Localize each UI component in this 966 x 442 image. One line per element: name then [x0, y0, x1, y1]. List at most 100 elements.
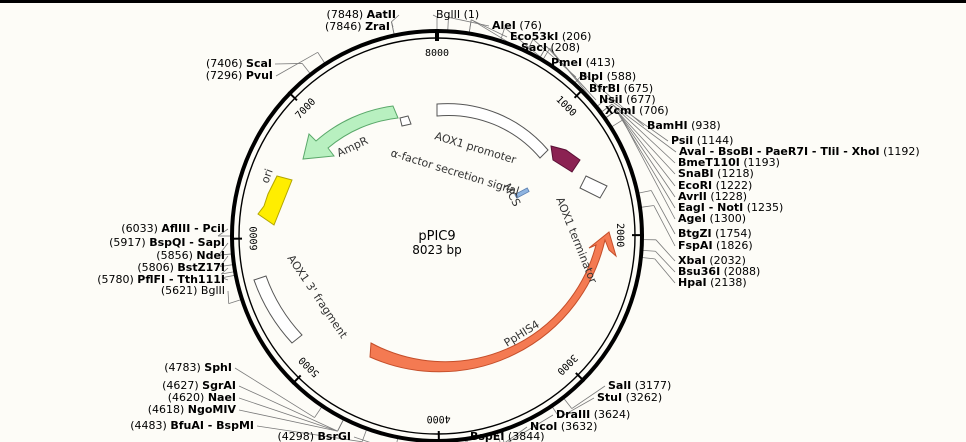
- restriction-site-label[interactable]: EcoRI (1222): [678, 179, 752, 192]
- site-position: (5780): [97, 273, 134, 286]
- site-leader: [353, 436, 370, 442]
- restriction-site-label[interactable]: BfrBI (675): [589, 82, 653, 95]
- ruler-tick-label: 3000: [555, 352, 580, 377]
- ruler-tick-label: 6000: [249, 226, 260, 250]
- restriction-site-label[interactable]: AvaI - BsoBI - PaeR7I - TliI - XhoI (119…: [679, 145, 920, 158]
- feature-aox1-3-fragment[interactable]: [253, 275, 303, 344]
- restriction-site-label[interactable]: BglII (1): [436, 8, 479, 21]
- restriction-site-label[interactable]: (5856) NdeI: [156, 249, 225, 262]
- site-leader: [219, 255, 229, 267]
- restriction-site-label[interactable]: (4627) SgrAI: [162, 379, 236, 392]
- restriction-site-label[interactable]: SacI (208): [521, 41, 580, 54]
- site-position: (1192): [883, 145, 920, 158]
- site-enzyme-name: FspAI: [678, 239, 713, 252]
- site-enzyme-name: AleI: [492, 19, 516, 32]
- label-aox1-promoter: AOX1 promoter: [433, 129, 518, 166]
- site-position: (5856): [156, 249, 193, 262]
- site-enzyme-name: PmeI: [551, 56, 582, 69]
- restriction-site-label[interactable]: (7296) PvuI: [206, 69, 273, 82]
- restriction-site-label[interactable]: StuI (3262): [597, 391, 662, 404]
- site-enzyme-name: BglII: [436, 8, 460, 21]
- restriction-site-label[interactable]: Eco53kI (206): [510, 30, 591, 43]
- feature-ori-arrow[interactable]: [257, 175, 293, 226]
- restriction-site-label[interactable]: (4298) BsrGI: [277, 430, 351, 442]
- restriction-site-label[interactable]: BspEI (3844): [470, 430, 545, 442]
- feature-aox1-terminator-box[interactable]: [579, 175, 608, 199]
- restriction-site-label[interactable]: (4483) BfuAI - BspMI: [130, 419, 254, 432]
- restriction-site-label[interactable]: XcmI (706): [605, 104, 669, 117]
- site-position: (7406): [206, 57, 243, 70]
- site-leader: [559, 397, 595, 418]
- site-enzyme-name: SalI: [608, 379, 631, 392]
- restriction-site-label[interactable]: DraIII (3624): [556, 408, 630, 421]
- restriction-site-label[interactable]: BamHI (938): [647, 119, 721, 132]
- restriction-site-label[interactable]: BlpI (588): [579, 70, 636, 83]
- site-leader: [432, 14, 438, 18]
- feature-pphis4-arrow[interactable]: [369, 231, 617, 373]
- restriction-site-label[interactable]: AgeI (1300): [678, 212, 746, 225]
- site-leader: [563, 398, 573, 409]
- site-enzyme-name: AvrII: [678, 190, 707, 203]
- feature-ampr-end[interactable]: [399, 115, 412, 127]
- site-position: (1218): [717, 167, 754, 180]
- restriction-site-label[interactable]: (5917) BspQI - SapI: [109, 236, 225, 249]
- restriction-site-label[interactable]: Bsu36I (2088): [678, 265, 760, 278]
- restriction-site-label[interactable]: PsiI (1144): [671, 134, 733, 147]
- site-enzyme-name: BamHI: [647, 119, 688, 132]
- site-leader: [337, 419, 344, 432]
- site-enzyme-name: StuI: [597, 391, 622, 404]
- site-enzyme-name: BspEI: [470, 430, 504, 442]
- site-position: (1): [464, 8, 480, 21]
- site-enzyme-name: HpaI: [678, 276, 707, 289]
- site-position: (413): [586, 56, 616, 69]
- restriction-site-label[interactable]: (4618) NgoMIV: [148, 403, 237, 416]
- ruler-tick: [291, 374, 302, 385]
- site-position: (4620): [168, 391, 205, 404]
- site-position: (1193): [743, 156, 780, 169]
- restriction-site-label[interactable]: (7846) ZraI: [325, 20, 390, 33]
- feature-aox1-promoter[interactable]: [436, 103, 549, 159]
- restriction-site-label[interactable]: (7848) AatII: [327, 8, 396, 21]
- ruler-tick-label: 7000: [294, 97, 319, 122]
- feature-alpha-factor-arrow[interactable]: [550, 145, 581, 173]
- site-leader: [596, 97, 608, 107]
- restriction-site-label[interactable]: (6033) AflIII - PciI: [121, 222, 225, 235]
- restriction-site-label[interactable]: AleI (76): [492, 19, 542, 32]
- site-position: (675): [624, 82, 654, 95]
- restriction-site-label[interactable]: (4783) SphI: [164, 361, 232, 374]
- restriction-site-label[interactable]: AvrII (1228): [678, 190, 747, 203]
- site-position: (677): [626, 93, 656, 106]
- site-enzyme-name: BglII: [201, 284, 225, 297]
- restriction-site-label[interactable]: (4620) NaeI: [168, 391, 236, 404]
- plasmid-size: 8023 bp: [412, 243, 462, 257]
- ruler-tick: [287, 91, 298, 102]
- restriction-site-label[interactable]: BtgZI (1754): [678, 227, 752, 240]
- site-position: (5806): [137, 261, 174, 274]
- site-position: (6033): [121, 222, 158, 235]
- restriction-site-label[interactable]: NsiI (677): [599, 93, 656, 106]
- restriction-site-label[interactable]: SnaBI (1218): [678, 167, 754, 180]
- site-position: (3262): [626, 391, 663, 404]
- restriction-site-label[interactable]: (5806) BstZ17I: [137, 261, 225, 274]
- restriction-site-label[interactable]: XbaI (2032): [678, 254, 746, 267]
- site-leader: [447, 17, 449, 31]
- site-leader: [616, 110, 676, 175]
- restriction-site-label[interactable]: BmeT110I (1193): [678, 156, 780, 169]
- restriction-site-label[interactable]: (5780) PflFI - Tth111I: [97, 273, 225, 286]
- restriction-site-label[interactable]: (5621) BglII: [161, 284, 225, 297]
- site-leader: [507, 414, 554, 442]
- restriction-site-label[interactable]: EagI - NotI (1235): [678, 201, 783, 214]
- feature-mcs-box[interactable]: [514, 187, 530, 199]
- site-leader: [391, 21, 394, 28]
- restriction-site-label[interactable]: HpaI (2138): [678, 276, 747, 289]
- restriction-site-label[interactable]: SalI (3177): [608, 379, 671, 392]
- site-position: (3624): [594, 408, 631, 421]
- features: [253, 103, 617, 373]
- site-enzyme-name: AvaI - BsoBI - PaeR7I - TliI - XhoI: [679, 145, 880, 158]
- restriction-site-label[interactable]: (7406) ScaI: [206, 57, 272, 70]
- restriction-site-label[interactable]: NcoI (3632): [530, 420, 597, 433]
- restriction-site-label[interactable]: FspAI (1826): [678, 239, 753, 252]
- feature-ampr-arrow[interactable]: [302, 105, 399, 160]
- restriction-site-label[interactable]: PmeI (413): [551, 56, 615, 69]
